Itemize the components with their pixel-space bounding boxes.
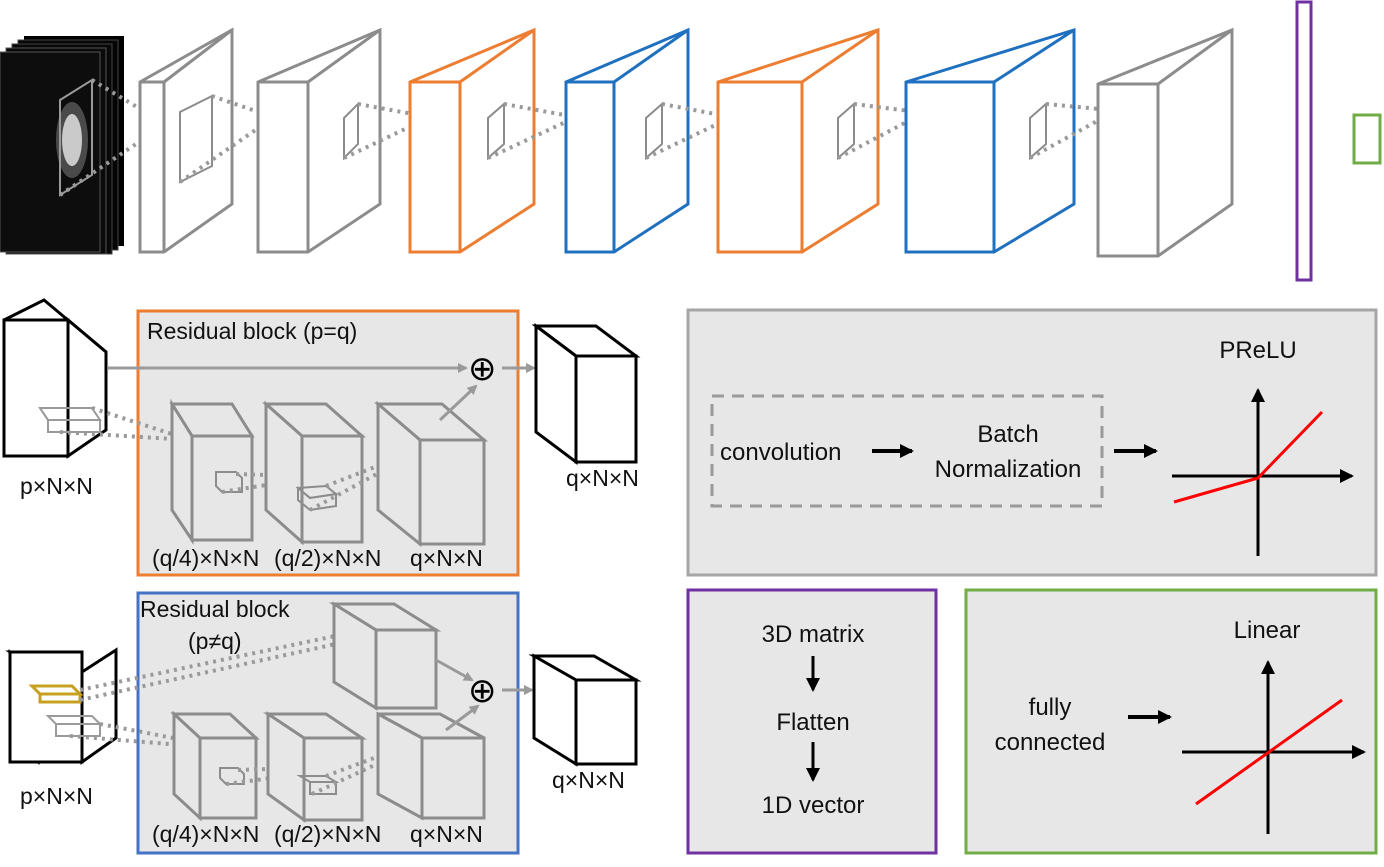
residual-same-input-cube [2,298,191,459]
residual-diff-title-line1: Residual block [140,596,290,622]
fc-label-line2: connected [995,729,1106,756]
conv-step-label: convolution [720,439,841,466]
residual-same-title: Residual block (p=q) [147,318,357,344]
conv-bn-prelu-panel: convolution Batch Normalization PReLU [686,308,1378,577]
linear-axes [1182,660,1366,834]
residual-diff-input-label: p×N×N [20,783,93,809]
flatten-line2: Flatten [776,709,849,736]
residual-same-input-label: p×N×N [20,473,93,499]
residual-same-inner-label-3: q×N×N [410,545,483,571]
residual-block-diff-detail: Residual block (p≠q) p×N×N ⊕ [5,591,642,855]
prelu-title: PReLU [1219,337,1296,364]
residual-diff-inner-cube-3 [376,711,486,821]
conv-bn-dashed-group [710,394,1104,508]
residual-same-output-label: q×N×N [566,465,639,491]
residual-same-inner-label-1: (q/4)×N×N [152,545,259,571]
input-image-stack [0,36,144,255]
linear-curve [1195,698,1343,806]
residual-diff-projection-cube [328,601,442,711]
fc-output [1352,113,1382,165]
batchnorm-label-line2: Normalization [935,456,1082,483]
residual-diff-inner-cube-2 [263,711,391,823]
linear-title: Linear [1234,617,1301,644]
prelu-curve [1173,410,1324,504]
residual-diff-inner-label-3: q×N×N [410,821,483,847]
residual-block-same-2 [716,27,919,254]
flatten-panel: 3D matrix Flatten 1D vector [686,588,938,855]
residual-same-inner-cube-2 [262,400,389,546]
residual-same-inner-cube-3 [373,400,489,548]
residual-same-add-symbol: ⊕ [468,349,497,389]
residual-block-same-1 [408,27,571,254]
residual-block-diff-2 [904,27,1111,254]
residual-diff-output-cube [528,653,642,767]
top-row-network [0,0,1382,282]
fc-label-line1: fully [1029,694,1072,721]
residual-same-output-cube [531,323,641,465]
residual-diff-output-label: q×N×N [552,767,625,793]
residual-block-diff-1 [564,27,727,254]
fully-connected-panel: fully connected Linear [964,588,1378,855]
flatten-line3: 1D vector [762,792,865,819]
flatten-vector [1295,0,1313,282]
residual-diff-add-symbol: ⊕ [468,671,497,711]
batchnorm-label-line1: Batch [977,421,1038,448]
residual-diff-inner-label-1: (q/4)×N×N [152,821,259,847]
flatten-line1: 3D matrix [762,621,865,648]
residual-same-inner-label-2: (q/2)×N×N [274,545,381,571]
residual-diff-inner-label-2: (q/2)×N×N [274,821,381,847]
conv-layer-2 [256,27,425,254]
conv-layer-1 [138,27,272,254]
conv-layer-final [1096,27,1234,258]
residual-block-same-detail: Residual block (p=q) p×N×N ⊕ [2,298,641,577]
residual-diff-title-line2: (p≠q) [188,628,242,654]
residual-diff-input-cube [5,630,355,765]
